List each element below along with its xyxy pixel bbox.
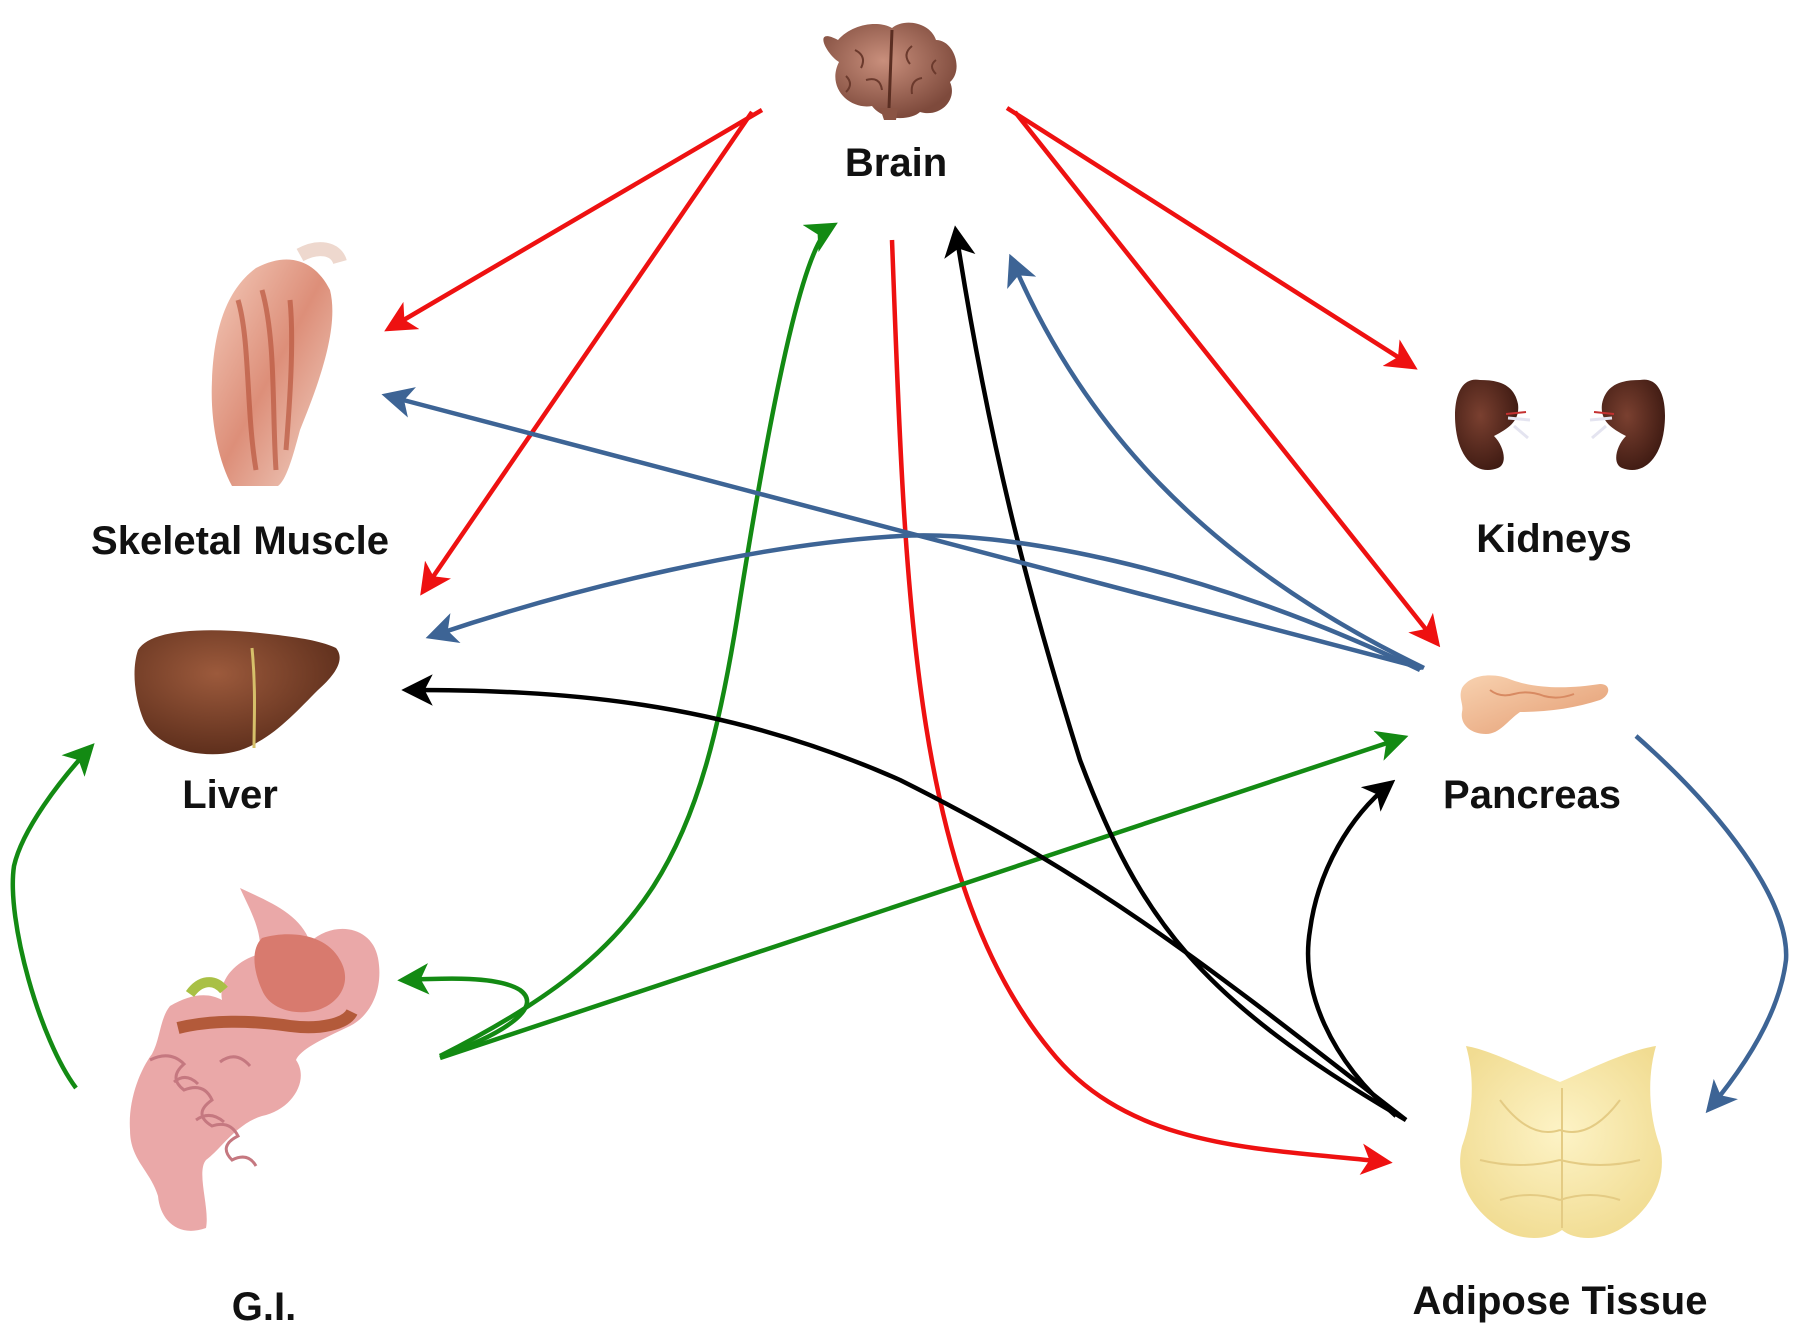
arrow-brain-to-skeletal-muscle xyxy=(390,110,762,328)
muscle-icon xyxy=(212,249,340,486)
arrow-brain-to-adipose-tissue xyxy=(892,240,1386,1162)
brain-icon xyxy=(823,23,956,120)
arrow-adipose-to-brain xyxy=(956,232,1406,1120)
arrow-gi-to-liver xyxy=(13,748,90,1088)
kidneys-icon xyxy=(1455,380,1665,470)
arrow-gi-to-pancreas xyxy=(440,738,1402,1058)
organ-label-pancreas: Pancreas xyxy=(1443,773,1621,817)
pancreas-icon xyxy=(1461,675,1609,734)
organ-label-adipose-tissue: Adipose Tissue xyxy=(1413,1279,1708,1323)
organ-label-liver: Liver xyxy=(182,773,278,817)
arrow-pancreas-to-skeletal-muscle xyxy=(388,396,1422,668)
organ-label-brain: Brain xyxy=(845,141,947,185)
arrow-pancreas-to-brain xyxy=(1012,260,1424,668)
liver-icon xyxy=(135,630,340,754)
organ-label-kidneys: Kidneys xyxy=(1476,517,1632,561)
arrow-pancreas-to-adipose-tissue xyxy=(1636,736,1786,1108)
gi-tract-icon xyxy=(130,888,380,1231)
arrow-gi-to-brain xyxy=(440,226,832,1056)
arrow-brain-to-kidneys xyxy=(1007,108,1412,366)
adipose-tissue-icon xyxy=(1460,1046,1662,1238)
organ-label-gi: G.I. xyxy=(232,1285,296,1326)
arrow-brain-to-liver xyxy=(424,112,752,590)
organ-label-skeletal-muscle: Skeletal Muscle xyxy=(91,519,389,563)
arrow-pancreas-to-liver xyxy=(432,535,1420,670)
arrow-brain-to-pancreas xyxy=(1015,112,1436,642)
